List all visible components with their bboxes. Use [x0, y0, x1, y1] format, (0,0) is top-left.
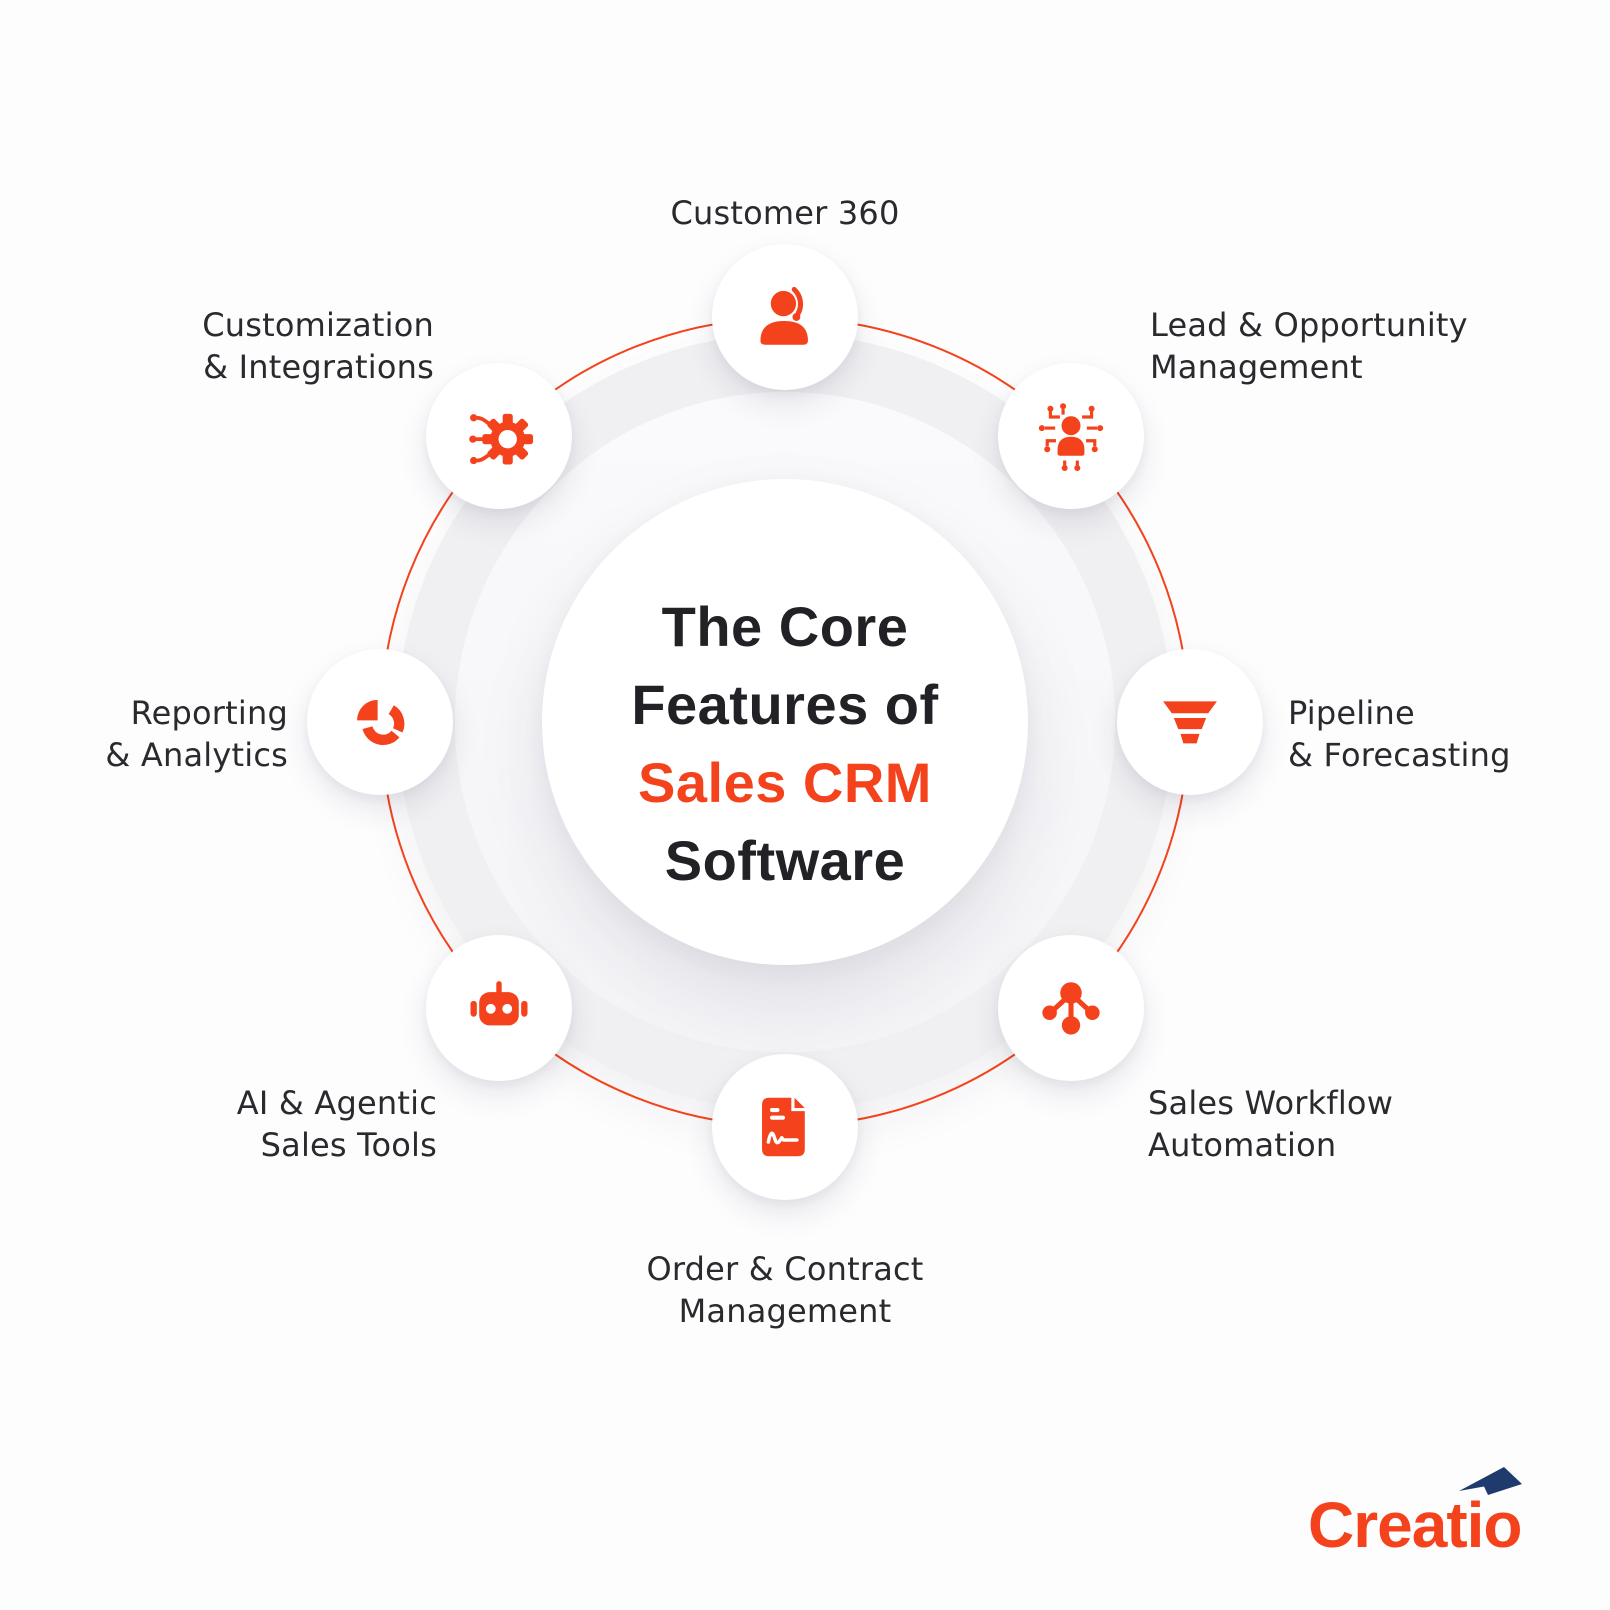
label-reporting: Reporting & Analytics: [105, 692, 288, 776]
contract-document-icon: [762, 1097, 805, 1157]
label-line: Sales Workflow: [1148, 1084, 1394, 1122]
title-line-3: Sales CRM: [638, 751, 932, 814]
label-line: Customization: [202, 306, 434, 344]
title-line-2: Features of: [631, 673, 939, 736]
page-title: The Core Features of Sales CRM Software: [631, 544, 938, 900]
title-line-1: The Core: [661, 595, 909, 658]
label-line: Order & Contract: [646, 1250, 924, 1288]
pie-chart-icon: [357, 699, 405, 745]
node-customization: [426, 363, 572, 509]
label-pipeline: Pipeline & Forecasting: [1288, 692, 1511, 776]
creatio-logo-text: Creatio: [1308, 1489, 1522, 1561]
gear-integration-icon: [469, 413, 534, 465]
label-line: Automation: [1148, 1126, 1337, 1164]
label-customization: Customization & Integrations: [202, 304, 434, 388]
node-pipeline: [1117, 649, 1263, 795]
node-lead-opportunity: [998, 363, 1144, 509]
label-line: & Integrations: [203, 348, 434, 386]
robot-icon: [470, 981, 528, 1026]
label-line: Reporting: [130, 694, 288, 732]
label-workflow: Sales Workflow Automation: [1148, 1082, 1393, 1166]
label-line: Customer 360: [670, 194, 900, 232]
label-line: Management: [678, 1292, 892, 1330]
label-order-contract: Order & Contract Management: [535, 1248, 1035, 1332]
label-customer-360: Customer 360: [535, 192, 1035, 234]
node-ai-tools: [426, 935, 572, 1081]
label-line: Sales Tools: [260, 1126, 437, 1164]
title-line-4: Software: [664, 829, 906, 892]
node-reporting: [307, 649, 453, 795]
lead-circuit-person-icon: [1038, 403, 1104, 471]
headset-agent-icon: [760, 286, 808, 345]
node-order-contract: [712, 1054, 858, 1200]
node-workflow: [998, 935, 1144, 1081]
label-line: AI & Agentic: [236, 1084, 437, 1122]
label-line: Management: [1150, 348, 1363, 386]
node-customer-360: [712, 244, 858, 390]
label-line: Pipeline: [1288, 694, 1415, 732]
label-line: Lead & Opportunity: [1150, 306, 1468, 344]
creatio-logo-arrow-icon: [1459, 1467, 1522, 1495]
network-hub-icon: [1042, 982, 1100, 1035]
funnel-icon: [1163, 701, 1217, 744]
center-circle: The Core Features of Sales CRM Software: [542, 479, 1028, 965]
label-lead-opportunity: Lead & Opportunity Management: [1150, 304, 1468, 388]
label-line: & Forecasting: [1288, 736, 1511, 774]
label-line: & Analytics: [105, 736, 288, 774]
label-ai-tools: AI & Agentic Sales Tools: [237, 1082, 437, 1166]
